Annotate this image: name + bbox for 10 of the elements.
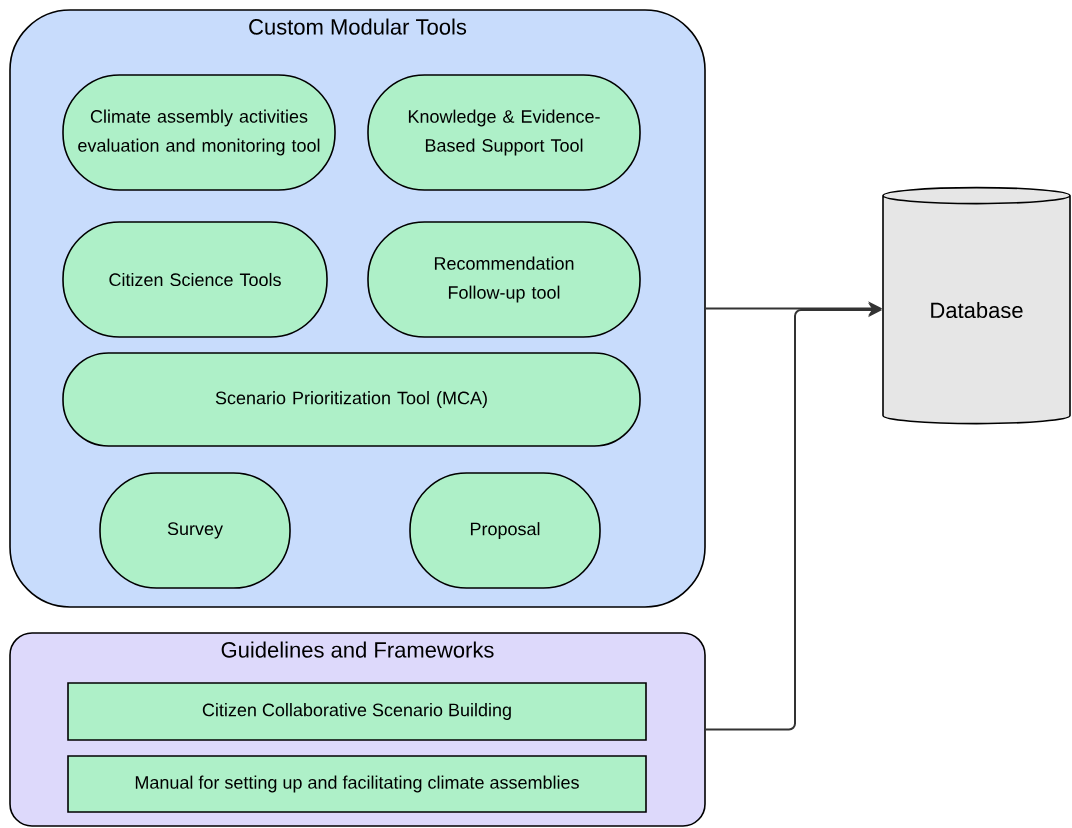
tool-pill: Scenario Prioritization Tool (MCA) (62, 352, 641, 447)
tool-pill: Climate assembly activities evaluation and monitoring tool (62, 74, 336, 191)
tool-pill: Recommendation Follow-up tool (367, 221, 641, 338)
tool-pill: Citizen Science Tools (62, 221, 328, 338)
document-box: Manual for setting up and facilitating climate assemblies (67, 755, 647, 813)
tool-pill: Survey (99, 472, 291, 589)
database-cylinder: Database (882, 186, 1071, 425)
document-box: Citizen Collaborative Scenario Building (67, 682, 647, 741)
tool-pill: Proposal (409, 472, 601, 589)
tool-pill: Knowledge & Evidence-Based Support Tool (367, 74, 641, 191)
